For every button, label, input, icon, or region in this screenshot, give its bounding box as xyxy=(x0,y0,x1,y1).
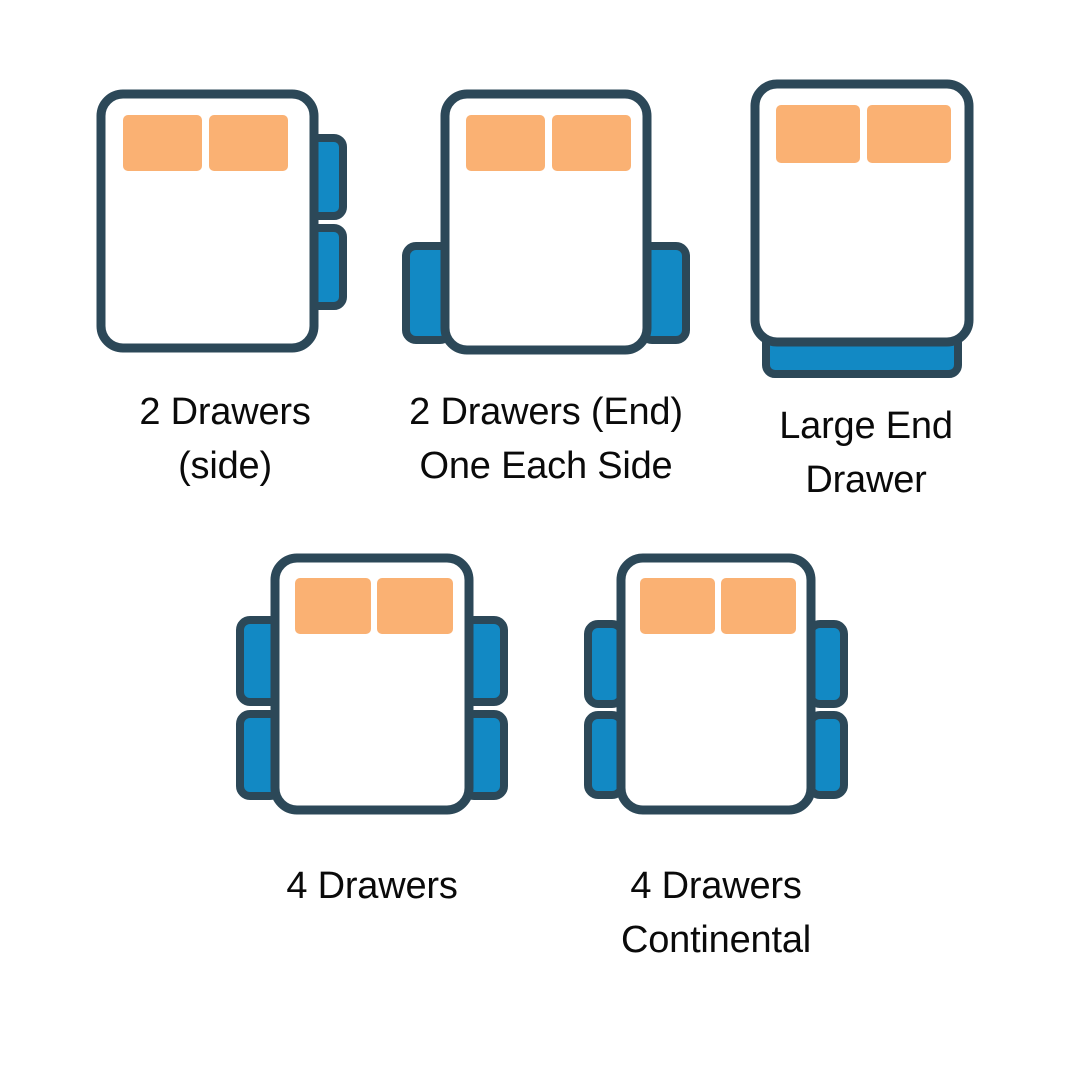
pillow-left xyxy=(466,115,545,171)
pillow-right xyxy=(552,115,631,171)
pillow-right xyxy=(867,105,951,163)
bed-option-four-drawers-continental[interactable]: 4 Drawers Continental xyxy=(576,552,856,968)
option-label: 4 Drawers xyxy=(286,865,458,907)
pillow-left xyxy=(776,105,860,163)
option-label: Large End Drawer xyxy=(779,405,953,501)
pillow-right xyxy=(209,115,288,171)
bed-option-large-end-drawer[interactable]: Large End Drawer xyxy=(738,78,994,508)
bed-large-end-drawer-icon xyxy=(750,79,974,378)
bed-four-drawers-icon xyxy=(236,553,508,815)
pillow-right xyxy=(377,578,453,634)
option-label: 2 Drawers (side) xyxy=(139,391,311,487)
option-label: 4 Drawers Continental xyxy=(620,865,812,961)
bed-option-two-drawers-end[interactable]: 2 Drawers (End) One Each Side xyxy=(398,88,694,494)
option-label: 2 Drawers (End) One Each Side xyxy=(409,391,683,487)
bed-four-drawers-continental-icon xyxy=(584,553,848,815)
bed-two-drawers-end-icon xyxy=(402,89,690,355)
bed-two-drawers-side-icon xyxy=(96,89,347,353)
pillow-left xyxy=(123,115,202,171)
pillow-right xyxy=(721,578,796,634)
bed-option-four-drawers[interactable]: 4 Drawers xyxy=(232,552,512,914)
bed-option-two-drawers-side[interactable]: 2 Drawers (side) xyxy=(95,88,355,494)
pillow-left xyxy=(640,578,715,634)
pillow-left xyxy=(295,578,371,634)
